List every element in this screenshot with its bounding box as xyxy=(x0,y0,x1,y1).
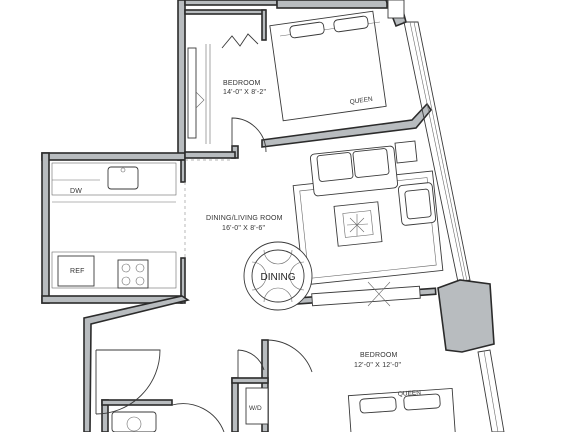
side-table xyxy=(394,140,418,164)
dining-label: DINING xyxy=(261,272,296,283)
burner-icon xyxy=(121,263,131,273)
kitchen-counter-top xyxy=(51,162,177,196)
pillow xyxy=(403,393,441,411)
bath-door xyxy=(171,403,225,432)
credenza-x-icon xyxy=(367,281,391,307)
window-wall-upper xyxy=(403,21,471,283)
closet-bifold-door xyxy=(221,33,259,49)
bed-top-label: QUEEN xyxy=(349,96,373,106)
wd-closet-door xyxy=(237,349,265,378)
kitchen-counter-bottom xyxy=(51,251,177,289)
bedroom-bottom-door xyxy=(267,339,313,388)
living-dims: 16'-0" X 8'-6" xyxy=(222,225,265,232)
sofa-cushion xyxy=(316,152,354,182)
kitchen-sink xyxy=(107,166,139,190)
burner-icon xyxy=(135,276,145,286)
washer-dryer xyxy=(245,387,269,425)
window-wall-lower xyxy=(477,349,505,432)
pillow xyxy=(333,15,369,33)
pillow xyxy=(359,396,397,414)
bed-bottom-label: QUEEN xyxy=(398,389,422,398)
bedroom-top-door xyxy=(231,117,267,153)
structural-column xyxy=(437,279,495,353)
queen-bed-top xyxy=(269,10,387,122)
bath-vanity xyxy=(111,411,157,432)
stove xyxy=(117,259,149,289)
bedroom-top-wall-b xyxy=(276,0,388,9)
living-name: DINING/LIVING ROOM xyxy=(206,215,283,222)
pillow xyxy=(289,21,325,39)
closet-wall xyxy=(184,9,266,15)
dishwasher-label: DW xyxy=(70,188,82,195)
wd-closet-top-wall xyxy=(231,377,269,384)
centerpiece-icon xyxy=(346,214,369,236)
wd-closet-left-wall xyxy=(231,377,239,432)
entry-left-wall xyxy=(83,295,190,432)
bedroom-bottom-name: BEDROOM xyxy=(360,352,398,359)
dining-table xyxy=(251,249,305,303)
bedroom-bottom-dims: 12'-0" X 12'-0" xyxy=(354,362,402,369)
burner-icon xyxy=(135,263,145,273)
closet-side-wall xyxy=(261,9,267,41)
bedroom-top-dims: 14'-0" X 8'-2" xyxy=(223,89,266,96)
hall-left-wall xyxy=(177,0,186,161)
credenza xyxy=(311,285,421,307)
bedroom-divider-wall xyxy=(261,102,432,148)
hall-bottom-wall xyxy=(184,151,236,159)
kitchen-right-stub-bottom xyxy=(180,257,186,304)
entry-door xyxy=(95,349,161,415)
nightstand xyxy=(387,0,405,19)
kitchen-top-wall xyxy=(41,152,186,161)
closet-shelf xyxy=(187,47,197,139)
refrigerator xyxy=(57,255,95,287)
bedroom-top-wall-a xyxy=(184,0,278,6)
bedroom-top-name: BEDROOM xyxy=(223,80,261,87)
kitchen-right-stub-top xyxy=(180,159,186,183)
bath-top-wall xyxy=(101,399,173,406)
kitchen-left-wall xyxy=(41,152,50,304)
sink-icon xyxy=(126,416,142,432)
burner-icon xyxy=(121,276,131,286)
sofa-cushion xyxy=(352,148,390,178)
refrigerator-label: REF xyxy=(70,268,85,275)
wd-label: W/D xyxy=(249,405,262,412)
